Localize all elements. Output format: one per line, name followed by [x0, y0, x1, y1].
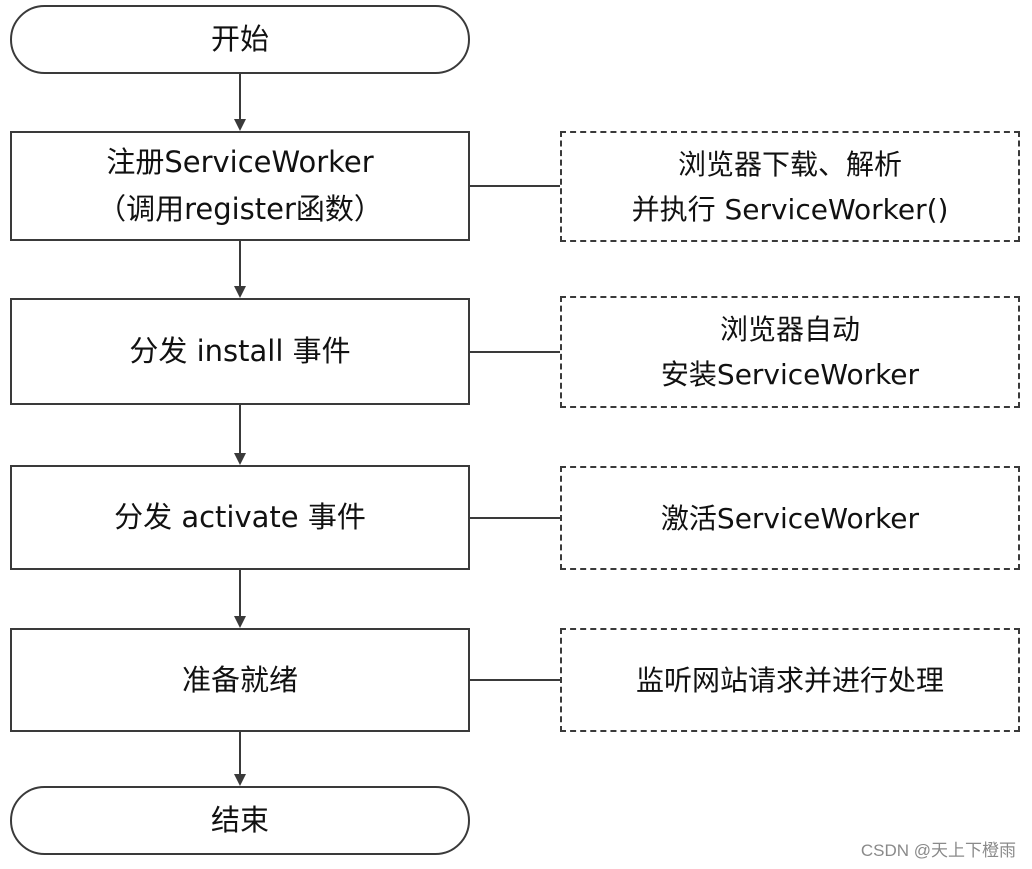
- step-2-label: 分发 install 事件: [129, 334, 351, 368]
- step-3-label: 分发 activate 事件: [114, 500, 366, 534]
- start-node: 开始: [10, 5, 470, 74]
- end-label: 结束: [210, 803, 269, 837]
- end-node: 结束: [10, 786, 470, 855]
- note-1-line-1: 浏览器下载、解析: [677, 147, 902, 181]
- step-ready: 准备就绪: [10, 628, 470, 732]
- step-dispatch-install: 分发 install 事件: [10, 298, 470, 405]
- step-4-label: 准备就绪: [181, 662, 298, 697]
- note-3-line-1: 激活ServiceWorker: [660, 501, 920, 535]
- note-activate-service-worker: 激活ServiceWorker: [560, 466, 1020, 570]
- note-2-line-2: 安装ServiceWorker: [660, 358, 920, 391]
- step-dispatch-activate: 分发 activate 事件: [10, 465, 470, 570]
- step-1-label-line-1: 注册ServiceWorker: [106, 145, 374, 179]
- note-1-line-2: 并执行 ServiceWorker(): [631, 192, 949, 226]
- start-label: 开始: [210, 22, 269, 56]
- note-browser-download-parse-execute: 浏览器下载、解析 并执行 ServiceWorker(): [560, 131, 1020, 242]
- note-2-line-1: 浏览器自动: [719, 313, 860, 346]
- note-listen-and-handle-requests: 监听网站请求并进行处理: [560, 628, 1020, 732]
- step-1-label-line-2: （调用register函数）: [97, 192, 383, 226]
- step-register-service-worker: 注册ServiceWorker （调用register函数）: [10, 131, 470, 241]
- watermark: CSDN @天上下橙雨: [860, 841, 1016, 860]
- note-browser-auto-install: 浏览器自动 安装ServiceWorker: [560, 296, 1020, 408]
- note-4-line-1: 监听网站请求并进行处理: [635, 663, 944, 697]
